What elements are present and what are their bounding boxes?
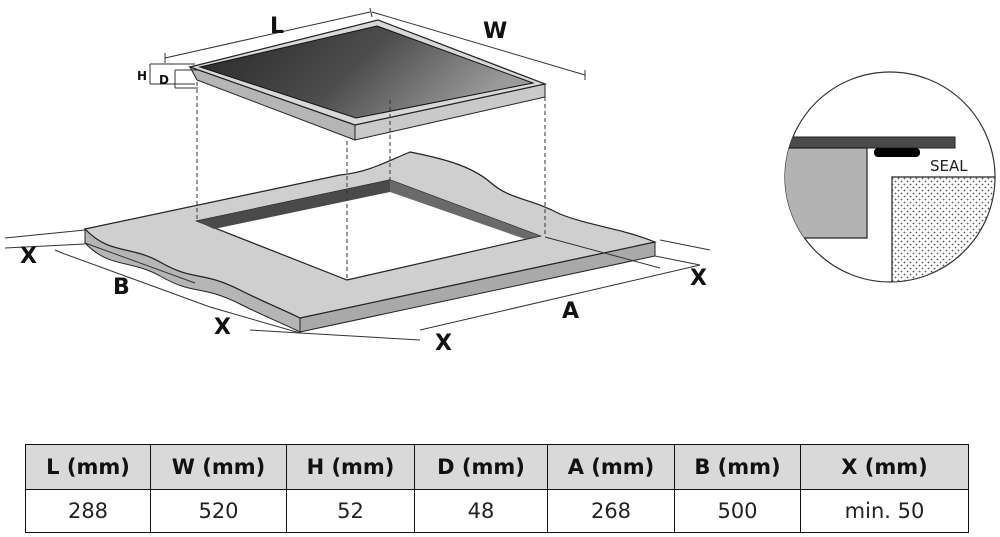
detail-countertop xyxy=(891,176,995,282)
dimension-lines xyxy=(4,7,711,341)
value-B: 500 xyxy=(674,489,801,533)
label-X-left: X xyxy=(20,244,37,269)
header-B: B (mm) xyxy=(674,444,801,490)
detail-seal-strip xyxy=(874,148,920,157)
seal-detail: SEAL xyxy=(784,71,996,283)
countertop xyxy=(83,151,658,333)
table-row: 288 520 52 48 268 500 min. 50 xyxy=(25,489,969,533)
projection-lines xyxy=(196,82,546,280)
value-H: 52 xyxy=(286,489,415,533)
value-X: min. 50 xyxy=(800,489,969,533)
value-D: 48 xyxy=(414,489,548,533)
detail-hob-glass xyxy=(785,136,956,149)
detail-hob-body xyxy=(785,147,868,239)
label-H: H xyxy=(137,69,147,83)
header-H: H (mm) xyxy=(286,444,415,490)
header-D: D (mm) xyxy=(414,444,548,490)
dimensions-table: L (mm) W (mm) H (mm) D (mm) A (mm) B (mm… xyxy=(25,444,969,533)
label-X-right: X xyxy=(690,266,707,291)
cutout-wall-back-right xyxy=(390,180,540,239)
header-L: L (mm) xyxy=(25,444,151,490)
value-L: 288 xyxy=(25,489,151,533)
label-L: L xyxy=(270,14,284,39)
seal-label: SEAL xyxy=(930,157,968,175)
label-X-bottom: X xyxy=(435,331,452,356)
label-B: B xyxy=(113,275,130,300)
header-W: W (mm) xyxy=(150,444,287,490)
label-W: W xyxy=(483,19,507,44)
label-X-bottom-left: X xyxy=(214,315,231,340)
cutout-wall-back-left xyxy=(197,180,390,229)
header-A: A (mm) xyxy=(547,444,675,490)
hob-glass xyxy=(198,25,535,119)
label-A: A xyxy=(562,299,579,324)
table-header-row: L (mm) W (mm) H (mm) D (mm) A (mm) B (mm… xyxy=(25,444,969,490)
header-X: X (mm) xyxy=(800,444,969,490)
value-W: 520 xyxy=(150,489,287,533)
hob xyxy=(187,19,548,141)
value-A: 268 xyxy=(547,489,675,533)
installation-diagram: L W H D X B X X A X SEAL xyxy=(4,7,996,356)
label-D: D xyxy=(159,73,169,87)
